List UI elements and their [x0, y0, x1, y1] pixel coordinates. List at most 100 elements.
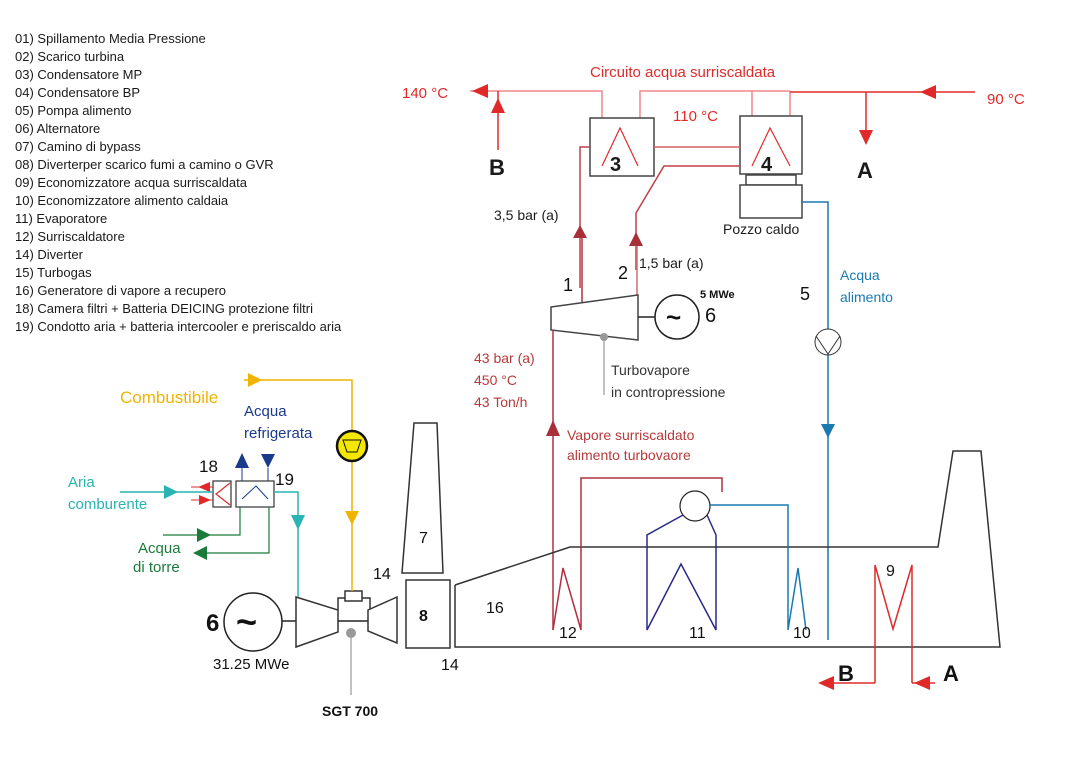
feed-water-label-1: Acqua	[840, 267, 880, 283]
extraction-pressure: 3,5 bar (a)	[494, 207, 559, 223]
hotwell-label: Pozzo caldo	[723, 221, 799, 237]
arrow-steam-icon	[546, 420, 560, 436]
diverter-label-bottom: 14	[441, 657, 459, 674]
legend-item: 19) Condotto aria + batteria intercooler…	[15, 319, 342, 334]
node-a-top: A	[857, 158, 873, 183]
fuel-compressor-icon	[335, 429, 369, 463]
sensor-dot-icon	[600, 333, 608, 341]
intercooler-box	[235, 480, 275, 508]
economizer-feed-label: 10	[793, 625, 811, 642]
hrsg-label: 16	[486, 600, 504, 617]
exhaust-label: 2	[618, 263, 628, 283]
inlet-temp: 450 °C	[474, 372, 517, 388]
circuit-title: Circuito acqua surriscaldata	[590, 64, 776, 81]
arrow-chilled-in-icon	[261, 454, 275, 468]
deicing-coil	[215, 482, 231, 506]
arrow-b-out-icon	[818, 676, 834, 690]
economizer-hot-water-coil	[874, 564, 913, 683]
tower-water-out-pipe	[205, 507, 270, 554]
filter-label: 18	[199, 457, 218, 476]
hotwell-box	[739, 184, 803, 219]
arrow-deicing-out-icon	[198, 482, 210, 492]
fuel-compressor-symbol	[342, 439, 362, 453]
filter-box	[212, 480, 232, 508]
condenser-mp: 3	[589, 117, 655, 177]
feed-water-pipe	[802, 201, 829, 640]
temp-out-label: 140 °C	[402, 85, 448, 102]
legend-item: 07) Camino di bypass	[15, 139, 141, 154]
arrow-deicing-in-icon	[199, 495, 211, 505]
gt-alternator-icon	[223, 592, 283, 652]
arrow-out-140-icon	[472, 84, 488, 98]
arrow-air-in-icon	[164, 485, 178, 499]
inlet-pressure: 43 bar (a)	[474, 350, 535, 366]
condenser-bp: 4 Pozzo caldo	[723, 115, 803, 237]
economizer-hot-water-label: 9	[886, 563, 895, 580]
legend-item: 12) Surriscaldatore	[15, 229, 125, 244]
gt-compressor	[295, 595, 339, 649]
bypass-stack-label: 7	[419, 530, 428, 547]
arrow-tower-in-icon	[197, 528, 211, 542]
legend-item: 11) Evaporatore	[15, 211, 108, 226]
tower-water-label-2: di torre	[133, 559, 180, 576]
condenser-bp-label: 4	[761, 154, 773, 176]
superheater-coil	[552, 477, 723, 631]
temp-in-label: 90 °C	[987, 91, 1025, 108]
air-to-compressor-pipe	[274, 491, 299, 597]
arrow-up-b-icon	[491, 98, 505, 113]
inlet-flow: 43 Ton/h	[474, 394, 527, 410]
arrow-in-90-icon	[920, 85, 936, 99]
diverter-box	[405, 579, 451, 649]
arrow-fuel-in-icon	[248, 373, 262, 387]
gt-turbine	[367, 595, 398, 645]
arrow-exhaust-icon	[629, 232, 643, 246]
steam-label-2: alimento turbovaore	[567, 447, 691, 463]
arrow-a-in-icon	[914, 676, 930, 690]
chilled-water-label-1: Acqua	[244, 403, 287, 420]
condenser-bp-coil	[751, 126, 791, 167]
diverter-box-label: 8	[419, 608, 428, 625]
arrow-air-down-icon	[291, 515, 305, 530]
condenser-bp-box	[739, 115, 803, 175]
legend-item: 02) Scarico turbina	[15, 49, 125, 64]
alternator-tilde-icon: ~	[666, 302, 681, 332]
condenser-neck	[745, 174, 797, 186]
gt-model-label: SGT 700	[322, 703, 378, 719]
feed-pump-label: 5	[800, 284, 810, 304]
hrsg-outline	[454, 450, 1001, 648]
turbine-desc-2: in contropressione	[611, 384, 726, 400]
economizer-feed-coil	[710, 504, 807, 631]
legend-item: 09) Economizzatore acqua surriscaldata	[15, 175, 247, 190]
arrow-tower-out-icon	[193, 546, 207, 560]
turbine-desc-1: Turbovapore	[611, 362, 690, 378]
temp-mid-label: 110 °C	[673, 108, 718, 125]
arrow-extraction-icon	[573, 225, 587, 238]
steam-alternator-label: 6	[705, 305, 716, 327]
legend-item: 15) Turbogas	[15, 265, 92, 280]
evaporator-coil	[646, 514, 717, 631]
node-b-bottom: B	[838, 661, 854, 686]
evaporator-label: 11	[689, 625, 706, 642]
legend-item: 16) Generatore di vapore a recupero	[15, 283, 227, 298]
condenser-mp-box	[589, 117, 655, 177]
steam-turbine-body	[550, 294, 639, 341]
tower-water-in-pipe	[163, 507, 241, 536]
gt-combustor	[344, 590, 363, 602]
legend-item: 06) Alternatore	[15, 121, 101, 136]
exhaust-pressure: 1,5 bar (a)	[639, 255, 704, 271]
condenser-mp-coil	[601, 126, 639, 167]
legend-list: 01) Spillamento Media Pressione 02) Scar…	[15, 30, 341, 336]
air-label-1: Aria	[68, 474, 95, 491]
legend-item: 10) Economizzatore alimento caldaia	[15, 193, 229, 208]
arrow-down-a-icon	[859, 130, 873, 145]
air-label-2: comburente	[68, 496, 147, 513]
bypass-stack	[401, 422, 444, 574]
superheater-label: 12	[559, 625, 577, 642]
steam-label-1: Vapore surriscaldato	[567, 427, 695, 443]
feed-water-label-2: alimento	[840, 289, 893, 305]
steam-drum-icon	[679, 490, 711, 522]
chilled-water-label-2: refrigerata	[244, 425, 313, 442]
legend-item: 04) Condensatore BP	[15, 85, 141, 100]
legend-item: 01) Spillamento Media Pressione	[15, 31, 206, 46]
